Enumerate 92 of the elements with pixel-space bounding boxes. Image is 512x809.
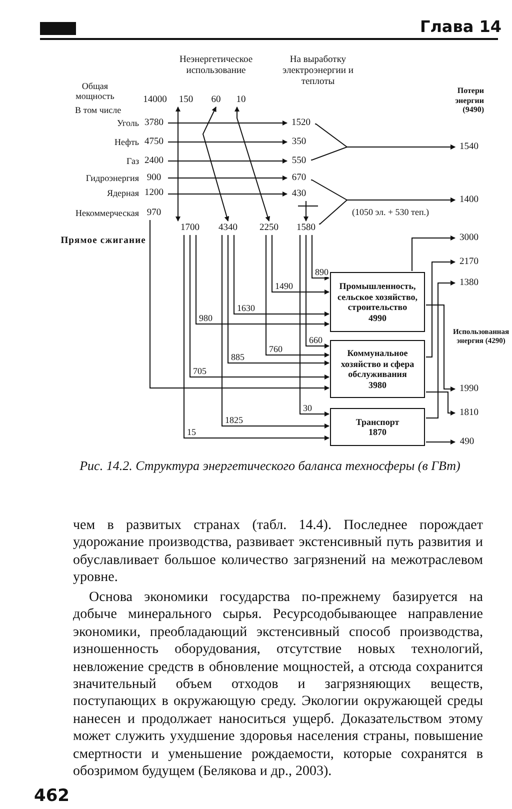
box-text: Транспорт bbox=[356, 416, 400, 427]
body-paragraph: чем в развитых странах (табл. 14.4). Последнее порождает удорожание производства, развивает экстенсивный путь развития и обуславливает большое количество загрязнений на межотраслевом уровне. bbox=[73, 517, 483, 587]
body-paragraph: Основа экономики государства по-прежнему базируется на добыче минерального сырья. Ресурсодобывающее направление экономики, преобладающий экстенсивный способ производства, изношенность оборудования, отсутствие новых технологий, невложение средств в обновление мощностей, а отсюда сохранится значительный объем отходов и загрязняющих веществ, поступающих в окружающую среду. Экологии окружающей среды нанесен и продолжает наноситься ущерб. Доказательством этому может служить ухудшение здоровья населения страны, повышение смертности и уменьшение рождаемости, которые сохранятся в обозримом будущем (Белякова и др., 2003). bbox=[73, 589, 483, 780]
edge-label: 705 bbox=[192, 366, 208, 376]
flow-value: 670 bbox=[288, 172, 310, 184]
flow-value: 550 bbox=[288, 155, 310, 167]
source-name: Гидроэнергия bbox=[84, 172, 139, 184]
arrow bbox=[426, 260, 456, 358]
arrow bbox=[168, 140, 288, 144]
arrow bbox=[426, 304, 456, 392]
sector-box bbox=[330, 408, 425, 446]
flow-value: 1700 bbox=[178, 222, 202, 234]
arrow bbox=[272, 234, 330, 294]
flow-value: 970 bbox=[141, 207, 167, 219]
flow-value: 3000 bbox=[456, 232, 482, 244]
arrow bbox=[298, 200, 318, 222]
arrow bbox=[426, 392, 456, 416]
source-name: Уголь bbox=[116, 117, 139, 129]
source-name: Нефть bbox=[114, 136, 139, 148]
arrow bbox=[150, 220, 330, 390]
flow-value: 1580 bbox=[294, 222, 318, 234]
arrow bbox=[426, 440, 456, 444]
source-name: Ядерная bbox=[106, 187, 139, 199]
edge-label: 760 bbox=[268, 344, 284, 354]
flow-value: 1520 bbox=[288, 117, 314, 129]
edge-label: 885 bbox=[230, 352, 246, 362]
source-name: Некоммерческая bbox=[74, 207, 139, 219]
arrow bbox=[306, 234, 330, 348]
arrow bbox=[300, 234, 330, 416]
column-heading: На выработку электроэнергии и теплоты bbox=[282, 55, 354, 88]
box-text: Коммунальное хозяйство и сфера обслуживания bbox=[340, 348, 416, 380]
arrow bbox=[168, 192, 288, 196]
row-heading: Общая мощность bbox=[74, 81, 116, 101]
box-text: 4990 bbox=[368, 312, 386, 323]
edge-label: 980 bbox=[198, 313, 214, 323]
box-text: 1870 bbox=[368, 427, 386, 438]
flow-value: 1990 bbox=[456, 383, 482, 395]
page-number: 462 bbox=[34, 786, 68, 806]
edge-label: 30 bbox=[302, 403, 313, 413]
arrow bbox=[196, 234, 330, 326]
flow-value: 2250 bbox=[257, 222, 281, 234]
arrow bbox=[234, 106, 270, 222]
edge-label: 1825 bbox=[224, 415, 244, 425]
arrow bbox=[190, 234, 330, 380]
flow-value: 350 bbox=[288, 136, 310, 148]
total-value: 14000 bbox=[142, 94, 168, 106]
flow-value: 900 bbox=[141, 172, 167, 184]
arrow bbox=[202, 106, 230, 222]
note-text: (1050 эл. + 530 теп.) bbox=[352, 207, 430, 218]
edge-label: 1490 bbox=[274, 281, 294, 291]
flow-value: 1200 bbox=[141, 187, 167, 199]
flow-value: 150 bbox=[176, 94, 196, 106]
arrow bbox=[234, 234, 330, 316]
flow-value: 1380 bbox=[456, 277, 482, 289]
box-text: 3980 bbox=[368, 380, 386, 390]
sector-box bbox=[330, 272, 425, 332]
column-heading: Неэнергетическое использование bbox=[178, 55, 254, 77]
arrow bbox=[266, 234, 330, 358]
arrow bbox=[412, 236, 456, 272]
flow-value: 1400 bbox=[456, 194, 482, 206]
section-heading: Прямое сжигание bbox=[60, 236, 146, 246]
figure-caption: Рис. 14.2. Структура энергетического баланса техносферы (в ГВт) bbox=[78, 458, 462, 474]
edge-label: 15 bbox=[186, 427, 197, 437]
flow-value: 4750 bbox=[141, 136, 167, 148]
source-name: Газ bbox=[125, 155, 139, 167]
edge-label: 660 bbox=[308, 335, 324, 345]
loss-heading: Потери энергии (9490) bbox=[454, 86, 484, 114]
arrow bbox=[310, 144, 456, 160]
flow-value: 3780 bbox=[141, 117, 167, 129]
arrow bbox=[184, 234, 330, 440]
arrow bbox=[426, 280, 456, 418]
arrow bbox=[318, 198, 456, 224]
flow-value: 10 bbox=[232, 94, 250, 106]
flow-value: 1810 bbox=[456, 407, 482, 419]
flow-value: 2170 bbox=[456, 256, 482, 268]
flow-value: 430 bbox=[288, 188, 310, 200]
arrow bbox=[228, 234, 330, 366]
arrow bbox=[312, 234, 330, 280]
flow-value: 4340 bbox=[216, 222, 240, 234]
sector-box bbox=[330, 340, 425, 398]
arrow bbox=[168, 176, 288, 180]
arrow bbox=[222, 234, 330, 428]
row-heading: В том числе bbox=[75, 104, 122, 116]
flow-value: 1540 bbox=[456, 141, 482, 153]
flow-value: 2400 bbox=[141, 155, 167, 167]
edge-label: 1630 bbox=[236, 303, 256, 313]
edge-label: 890 bbox=[314, 267, 330, 277]
arrow bbox=[168, 120, 288, 126]
flow-value: 490 bbox=[456, 436, 478, 448]
flow-value: 60 bbox=[207, 94, 225, 106]
arrow bbox=[168, 158, 288, 164]
box-text: Промышленность, сельское хозяйство, строительство bbox=[336, 281, 418, 312]
